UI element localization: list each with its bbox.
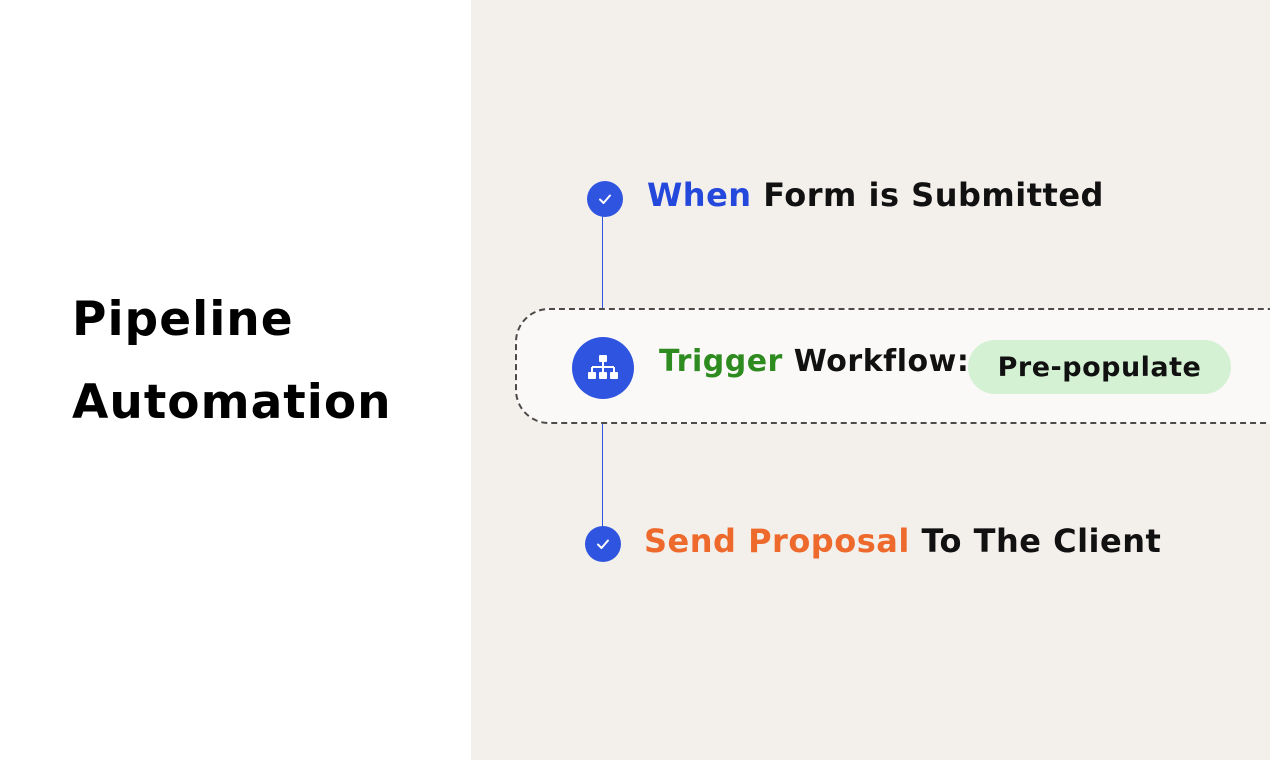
step-trigger-text: Workflow: [782, 344, 970, 379]
title-line-1: Pipeline [72, 292, 294, 347]
step-when-text: Form is Submitted [751, 176, 1104, 214]
title-line-2: Automation [72, 375, 392, 430]
step-trigger-keyword: Trigger [659, 344, 783, 379]
step-send-proposal-text: To The Client [909, 522, 1162, 560]
step-send-proposal-keyword: Send Proposal [644, 522, 910, 560]
step-when-check-icon [587, 181, 623, 217]
step-when-label: When Form is Submitted [647, 176, 1104, 214]
step-send-proposal-label: Send Proposal To The Client [644, 522, 1161, 560]
step-when-keyword: When [647, 176, 752, 214]
page-title: Pipeline Automation [72, 278, 392, 444]
timeline-connector-bottom [602, 398, 603, 528]
workflow-chip-pre-populate[interactable]: Pre-populate [968, 340, 1231, 394]
workflow-hierarchy-icon [572, 337, 634, 399]
step-send-proposal-check-icon [585, 526, 621, 562]
timeline-connector-top [602, 216, 603, 338]
left-panel: Pipeline Automation [0, 0, 471, 760]
step-trigger-label: Trigger Workflow: [659, 344, 969, 379]
